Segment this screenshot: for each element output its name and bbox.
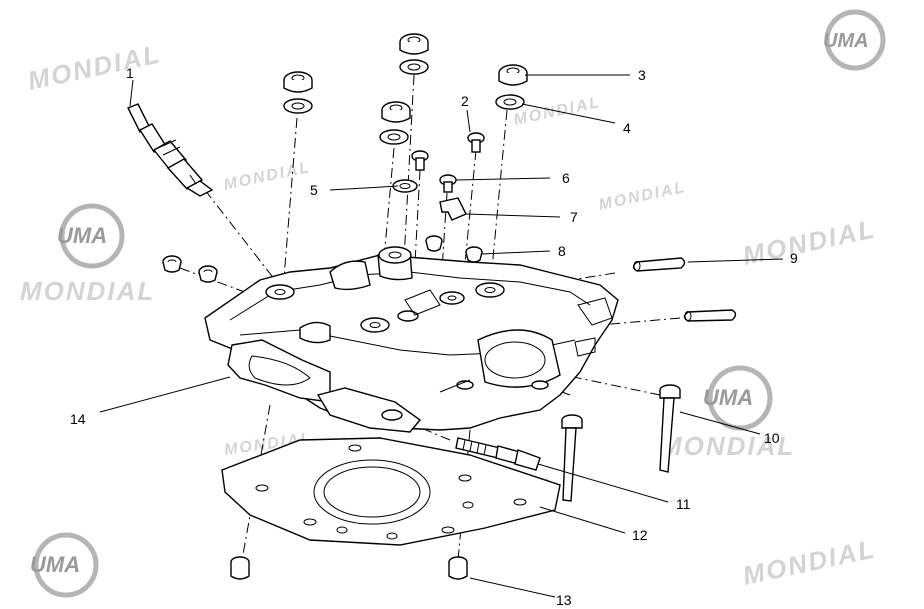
callout-2: 2	[461, 93, 469, 109]
watermark-text: MONDIAL	[660, 431, 795, 461]
uma-logo-text: UMA	[30, 552, 80, 577]
cylinder-head-part[interactable]	[204, 246, 619, 433]
washer-part[interactable]	[283, 98, 313, 114]
long-bolt-part[interactable]	[561, 414, 583, 502]
watermark-text: MONDIAL	[20, 276, 155, 306]
leader-lines	[99, 74, 784, 598]
small-bolt-part[interactable]	[439, 174, 457, 193]
small-bolt-part[interactable]	[411, 150, 429, 171]
watermark-text: MONDIAL	[740, 213, 879, 270]
uma-logo: UMA	[703, 365, 773, 431]
callout-4: 4	[623, 120, 631, 136]
callout-12: 12	[632, 527, 648, 543]
callout-labels: 1 2 3 4 5 6 7 8 9 10 11 12 13 14	[70, 65, 798, 608]
callout-8: 8	[558, 243, 566, 259]
callout-9: 9	[790, 250, 798, 266]
callout-10: 10	[764, 430, 780, 446]
washer-part[interactable]	[399, 59, 429, 75]
callout-5: 5	[310, 182, 318, 198]
callout-3: 3	[638, 67, 646, 83]
callout-14: 14	[70, 411, 86, 427]
cap-part[interactable]	[198, 265, 218, 283]
top-nut-part[interactable]	[381, 101, 411, 123]
watermark-text: MONDIAL	[597, 179, 687, 214]
callout-13: 13	[556, 592, 572, 608]
watermark-text: MONDIAL	[222, 159, 312, 194]
callout-7: 7	[570, 209, 578, 225]
callout-1: 1	[126, 65, 134, 81]
head-gasket-part[interactable]	[221, 437, 561, 546]
washer-part[interactable]	[379, 129, 409, 145]
top-nut-part[interactable]	[399, 33, 429, 55]
dowel-pin-part[interactable]	[632, 257, 686, 272]
uma-logo: UMA	[30, 532, 99, 598]
watermark-text: MONDIAL	[740, 533, 879, 590]
collar-washer-part[interactable]	[392, 179, 418, 193]
long-bolt-part[interactable]	[659, 384, 681, 473]
top-nut-part[interactable]	[283, 71, 313, 93]
uma-logo: UMA	[823, 9, 886, 71]
uma-logo-text: UMA	[703, 385, 753, 410]
dowel-bushing-part[interactable]	[230, 556, 250, 580]
cap-part[interactable]	[162, 255, 182, 273]
callout-11: 11	[676, 496, 691, 512]
spark-plug-part[interactable]	[127, 103, 214, 197]
watermark-text: MONDIAL	[25, 38, 164, 95]
uma-logo: UMA	[57, 203, 125, 269]
washer-part[interactable]	[495, 94, 525, 110]
bracket-part[interactable]	[439, 197, 467, 221]
top-nut-part[interactable]	[498, 64, 528, 86]
valve-guide-seal-part[interactable]	[465, 246, 483, 263]
temperature-sensor-part[interactable]	[455, 437, 541, 471]
callout-6: 6	[562, 170, 570, 186]
small-bolt-part[interactable]	[467, 132, 485, 153]
valve-guide-seal-part[interactable]	[425, 235, 443, 252]
dowel-bushing-part[interactable]	[448, 556, 468, 580]
uma-logo-text: UMA	[823, 30, 869, 52]
dowel-pin-part[interactable]	[683, 309, 737, 322]
uma-logo-text: UMA	[57, 223, 107, 248]
